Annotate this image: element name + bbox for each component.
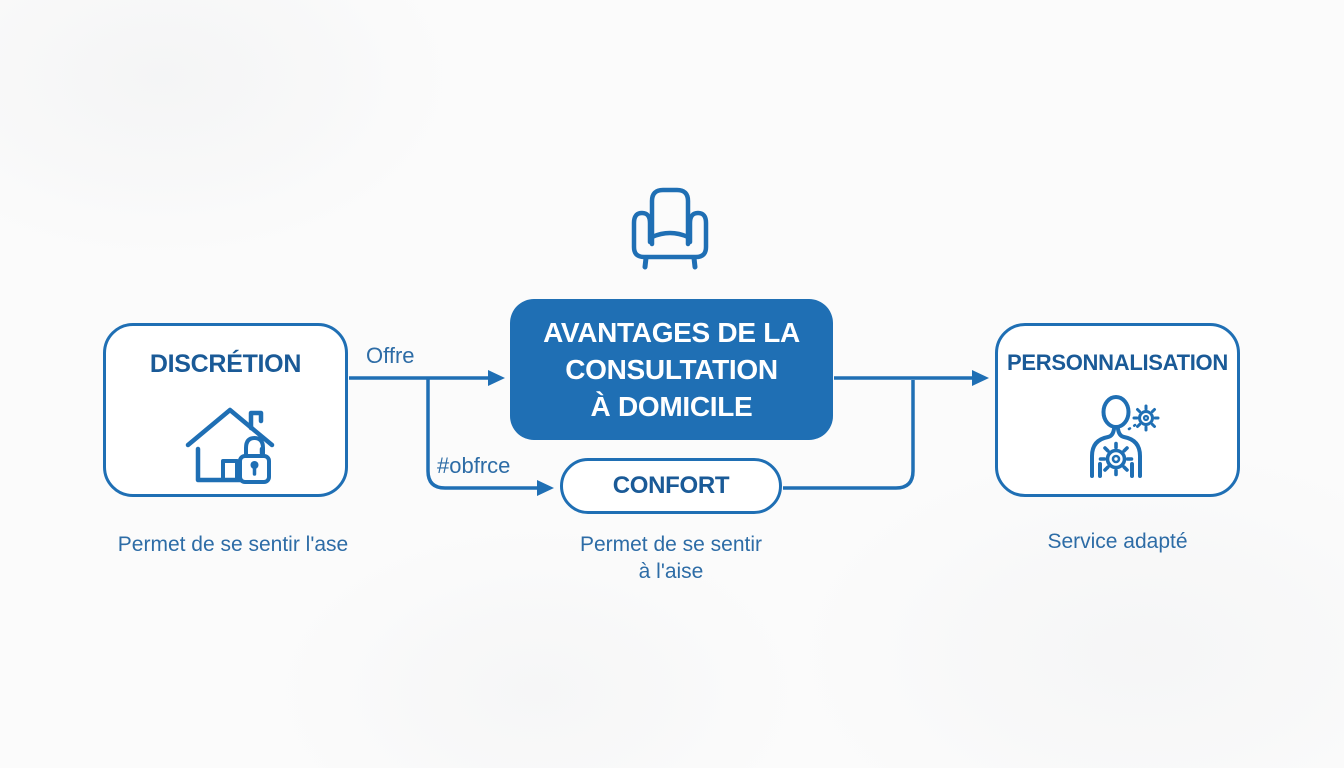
confort-title: CONFORT: [612, 472, 730, 499]
center-title-line: À DOMICILE: [590, 391, 753, 422]
confort-caption: Permet de se sentir à l'aise: [546, 531, 796, 585]
discretion-caption: Permet de se sentir l'ase: [117, 533, 349, 556]
house-lock-icon: [185, 407, 275, 484]
edge-branch-to-confort: [426, 378, 554, 496]
personnalisation-title: PERSONNALISATION: [1007, 350, 1228, 375]
personnalisation-node: PERSONNALISATION: [995, 323, 1240, 497]
center-title-line: AVANTAGES DE LA: [543, 317, 800, 348]
confort-caption-line: Permet de se sentir: [579, 533, 763, 556]
person-gears-icon: [1090, 395, 1160, 478]
discretion-node: DISCRÉTION: [103, 323, 348, 497]
discretion-title: DISCRÉTION: [149, 350, 302, 378]
personnalisation-caption: Service adapté: [1047, 530, 1188, 553]
confort-node: CONFORT: [560, 458, 782, 514]
edge-label-obfrce: #obfrce: [437, 453, 511, 478]
confort-caption-line: à l'aise: [638, 560, 704, 583]
center-title-line: CONSULTATION: [565, 354, 778, 385]
edge-label-offre: Offre: [366, 343, 415, 368]
armchair-icon: [631, 187, 709, 270]
edge-confort-to-merge: [783, 380, 915, 490]
center-node-avantages: AVANTAGES DE LA CONSULTATION À DOMICILE: [510, 299, 833, 440]
